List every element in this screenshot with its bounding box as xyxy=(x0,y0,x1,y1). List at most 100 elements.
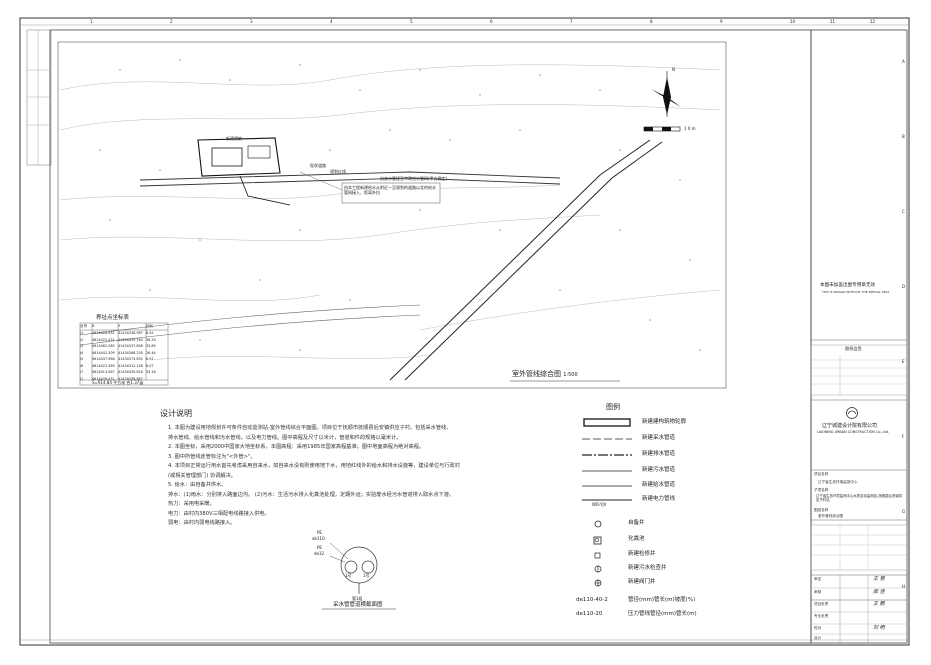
scale-bar-label: 1 0 m xyxy=(684,126,696,131)
legend-item: 新建检修井 xyxy=(628,551,656,557)
coord-table-cell: 36.33 xyxy=(146,337,156,342)
coord-table-cell: J1 xyxy=(80,376,84,381)
coord-table-cell: 4614422.369 xyxy=(92,363,115,368)
coord-table-cell: 33.89 xyxy=(146,344,156,348)
detail-well-label: 管1组 xyxy=(352,596,363,601)
grid-row-label: A xyxy=(902,59,905,64)
coord-table-cell: 6.97 xyxy=(146,357,154,361)
scale-bar xyxy=(643,126,681,132)
coord-table-cell: 4614441.309 xyxy=(92,350,115,355)
coord-table-cell: J1 xyxy=(80,331,84,335)
signature: 王 慧 xyxy=(873,576,885,582)
legend-item: 新建建构筑物轮廓 xyxy=(642,419,687,425)
tb-role: 审核 xyxy=(814,590,822,594)
legend-title: 图例 xyxy=(606,403,620,411)
coord-table-cell: J7 xyxy=(80,370,84,374)
sheet-name: 室外管线综合图 xyxy=(818,514,844,518)
design-note-line: 弱电：由村内弱电线路接入。 xyxy=(168,520,236,526)
map-caption-text: 室外管线综合图 xyxy=(512,370,561,378)
coord-header-cell: 边长 xyxy=(146,324,154,328)
tb-role: 审定 xyxy=(814,577,822,581)
sub-project-label: 子项名称 xyxy=(814,488,829,492)
coord-table-cell: 4614428.431 xyxy=(92,331,115,335)
coord-table-cell xyxy=(146,376,168,383)
highway xyxy=(389,139,663,381)
review-title: 图纸会签 xyxy=(845,346,862,351)
legend-power-tag: WD-YJV xyxy=(592,502,607,507)
coord-table-cell: 26.44 xyxy=(146,350,156,355)
design-note-line: 1. 本图为建设用地规划许可条件自动监测站-室外管线综合平面图。项目位于抚顺市抚… xyxy=(168,425,452,431)
callout-text: 由本工程新建给水从附近一至规划的道路以北的给水管网接入，距离外拉 xyxy=(344,185,436,195)
coord-table-cell: 4614437.988 xyxy=(92,357,115,361)
coord-table-cell: J4 xyxy=(80,350,84,355)
map-scale-text: 1:500 xyxy=(563,372,578,378)
coord-table-cell: 33.18 xyxy=(146,370,156,374)
design-note-line: 3. 图中所管线走管标注为"<外管>"。 xyxy=(168,453,256,460)
grid-row-label: F xyxy=(902,434,905,439)
design-note-line: 排水管线、给水管线和污水管线，以及电力管线。图中高程及尺寸以米计，管道和件的规格… xyxy=(168,434,402,441)
company-name: 辽宁城建设计院有限公司 xyxy=(822,423,878,429)
coord-header-cell: Y xyxy=(118,324,121,328)
pipe-spec-code: de110-40-2 xyxy=(576,597,608,603)
detail-pipe-label: 1号 xyxy=(345,573,352,578)
grid-row-label: B xyxy=(902,134,905,139)
design-note-line: 4. 本项目正常运行用水首先考虑采用自来水，如自来水没有则使用地下水，用地红线外… xyxy=(168,463,460,469)
pipe-spec-code: de110-20 xyxy=(576,611,603,617)
pipe-section-detail xyxy=(322,542,396,610)
coord-table-cell: 41434373.632 xyxy=(118,357,143,361)
sub-project-name: 辽宁省生态环境监测中心水质自动监测站-抚顺县后安镇供应子村站 xyxy=(816,494,902,502)
coord-table-cell: 41434335.764 xyxy=(118,337,143,342)
grid-col-label: 10 xyxy=(790,19,796,24)
legend-symbols xyxy=(582,418,632,587)
coord-table-header: 点号 X Y 边长 xyxy=(80,324,168,330)
grid-row-label: E xyxy=(902,359,905,364)
grid-row-label: D xyxy=(902,284,906,289)
tb-role: 校对 xyxy=(814,626,822,630)
pipe-line xyxy=(239,175,291,206)
grid-col-label: 1 xyxy=(90,19,93,24)
grid-row-label: H xyxy=(902,584,906,589)
site-building xyxy=(197,137,281,177)
coord-table-cell: 41434339.816 xyxy=(118,370,143,374)
map-caption: 室外管线综合图 1:500 xyxy=(512,371,578,378)
stamp-note-en: THIS IS INVALID WITHOUT THE SPECIAL SEAL xyxy=(822,290,890,294)
coord-table-cell: J3 xyxy=(80,344,84,348)
coord-table-cell: 8.42 xyxy=(146,331,154,335)
design-note-line: (或相关管理部门) 协调解决。 xyxy=(168,472,236,479)
design-note-line: 2. 本图坐标，采用2000中国家大地坐标系，本图高程：采用1985年国家高程基… xyxy=(168,444,425,450)
coord-table-cell: 4614422.431 xyxy=(92,337,115,342)
detail-pe-label: PE xyxy=(317,545,322,550)
company-logo-icon xyxy=(846,407,858,419)
pipe-note: 自来水管接至市政给水管网(甲方确定) xyxy=(380,176,448,181)
design-notes: 1. 本图为建设用地规划许可条件自动监测站-室外管线综合平面图。项目位于抚顺市抚… xyxy=(168,424,468,529)
grid-col-label: 6 xyxy=(490,19,493,24)
coord-table-cell: 41434338.987 xyxy=(118,376,143,381)
tb-role: 设计 xyxy=(814,636,822,640)
company-name-en: LIAONING URBAN CONSTRUCTION Co.,Ltd. xyxy=(817,430,890,434)
project-name: 辽宁省生态环境监测中心 xyxy=(818,480,858,484)
north-label: N xyxy=(672,67,675,72)
coord-table-cell: 4614428.431 xyxy=(92,376,115,381)
coord-table-cell: 41434368.230 xyxy=(118,350,143,355)
design-note-line: 排水：(1)雨水：分别排入路面边沟。 (2)污水：生活污水排入化粪池处理，定期外… xyxy=(168,491,455,498)
coord-header-cell: 点号 xyxy=(80,324,88,328)
legend-item: 新建阀门井 xyxy=(628,579,656,585)
grid-col-label: 4 xyxy=(330,19,333,24)
tb-role: 项目负责 xyxy=(814,602,829,606)
coord-table-cell: 4614462.285 xyxy=(92,344,115,348)
design-note-line: 热力：采用电采暖。 xyxy=(168,501,215,507)
river-band xyxy=(79,304,421,346)
coord-table-cell: 41434338.987 xyxy=(118,331,143,335)
detail-title: 采水管管道横截面图 xyxy=(333,602,383,608)
detail-de-label: de32 xyxy=(314,551,325,556)
legend-item: 新建污水管道 xyxy=(642,467,676,473)
contour-lines xyxy=(59,64,721,361)
detail-de-label: de110 xyxy=(312,536,325,541)
